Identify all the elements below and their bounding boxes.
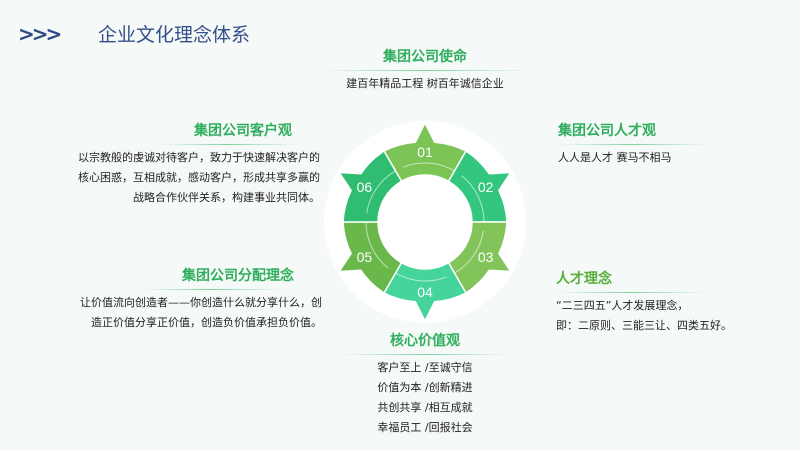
segment-arc bbox=[365, 221, 389, 269]
distribution-line: 让价值流向创造者——你创造什么就分享什么，创 bbox=[80, 296, 322, 309]
core-values-line: 客户至上 /至诚守信 bbox=[377, 361, 473, 374]
customer-line: 战略合作伙伴关系，构建事业共同体。 bbox=[133, 191, 320, 204]
ring-center bbox=[379, 176, 471, 268]
core-values-line: 价值为本 /创新精进 bbox=[377, 381, 473, 394]
distribution-line: 造正价值分享正价值，创造负价值承担负价值。 bbox=[91, 316, 322, 329]
segment-number: 02 bbox=[478, 179, 494, 195]
customer-line: 以宗教般的虔诚对待客户，致力于快速解决客户的 bbox=[78, 151, 320, 164]
core-values-line: 幸福员工 /回报社会 bbox=[377, 421, 473, 434]
segment-number: 05 bbox=[357, 249, 373, 265]
distribution-title: 集团公司分配理念 bbox=[182, 268, 294, 284]
core-values-title: 核心价值观 bbox=[390, 333, 460, 349]
segment-number: 03 bbox=[478, 249, 494, 265]
page-title: 企业文化理念体系 bbox=[98, 24, 251, 46]
talent-view-title: 集团公司人才观 bbox=[558, 123, 656, 139]
ring-segment bbox=[447, 221, 513, 295]
customer-title: 集团公司客户观 bbox=[194, 123, 292, 139]
core-values-block: 核心价值观 客户至上 /至诚守信 价值为本 /创新精进 共创共享 /相互成就 幸… bbox=[340, 330, 510, 438]
segment-arc bbox=[454, 230, 484, 274]
customer-block: 集团公司客户观 以宗教般的虔诚对待客户，致力于快速解决客户的 核心困惑，互相成就… bbox=[40, 120, 320, 208]
mission-title: 集团公司使命 bbox=[383, 49, 467, 65]
distribution-block: 集团公司分配理念 让价值流向创造者——你创造什么就分享什么，创 造正价值分享正价… bbox=[40, 265, 322, 333]
ring-segment bbox=[337, 221, 403, 295]
segment-number: 06 bbox=[357, 179, 373, 195]
ring-segment bbox=[337, 149, 403, 223]
header: >>> 企业文化理念体系 bbox=[18, 20, 250, 47]
talent-concept-line: 即：二原则、三能三让、四类五好。 bbox=[556, 319, 732, 332]
segment-number: 01 bbox=[417, 144, 433, 160]
segment-arc bbox=[403, 162, 455, 172]
talent-concept-title: 人才理念 bbox=[556, 271, 612, 287]
core-values-line: 共创共享 /相互成就 bbox=[377, 401, 473, 414]
talent-view-text: 人人是人才 赛马不相马 bbox=[558, 151, 672, 164]
segment-arc bbox=[395, 272, 447, 282]
talent-concept-line: “二三四五”人才发展理念， bbox=[556, 299, 689, 312]
segment-arc bbox=[461, 175, 485, 223]
mission-text: 建百年精品工程 树百年诚信企业 bbox=[346, 77, 504, 90]
talent-view-block: 集团公司人才观 人人是人才 赛马不相马 bbox=[558, 120, 758, 168]
talent-concept-block: 人才理念 “二三四五”人才发展理念， 即：二原则、三能三让、四类五好。 bbox=[556, 268, 776, 336]
mission-block: 集团公司使命 建百年精品工程 树百年诚信企业 bbox=[320, 46, 530, 94]
triple-chevron-icon: >>> bbox=[18, 21, 62, 46]
ring-segment bbox=[447, 149, 513, 223]
segment-number: 04 bbox=[417, 284, 433, 300]
segment-arc bbox=[366, 170, 396, 214]
customer-line: 核心困惑，互相成就，感动客户，形成共享多赢的 bbox=[78, 171, 320, 184]
